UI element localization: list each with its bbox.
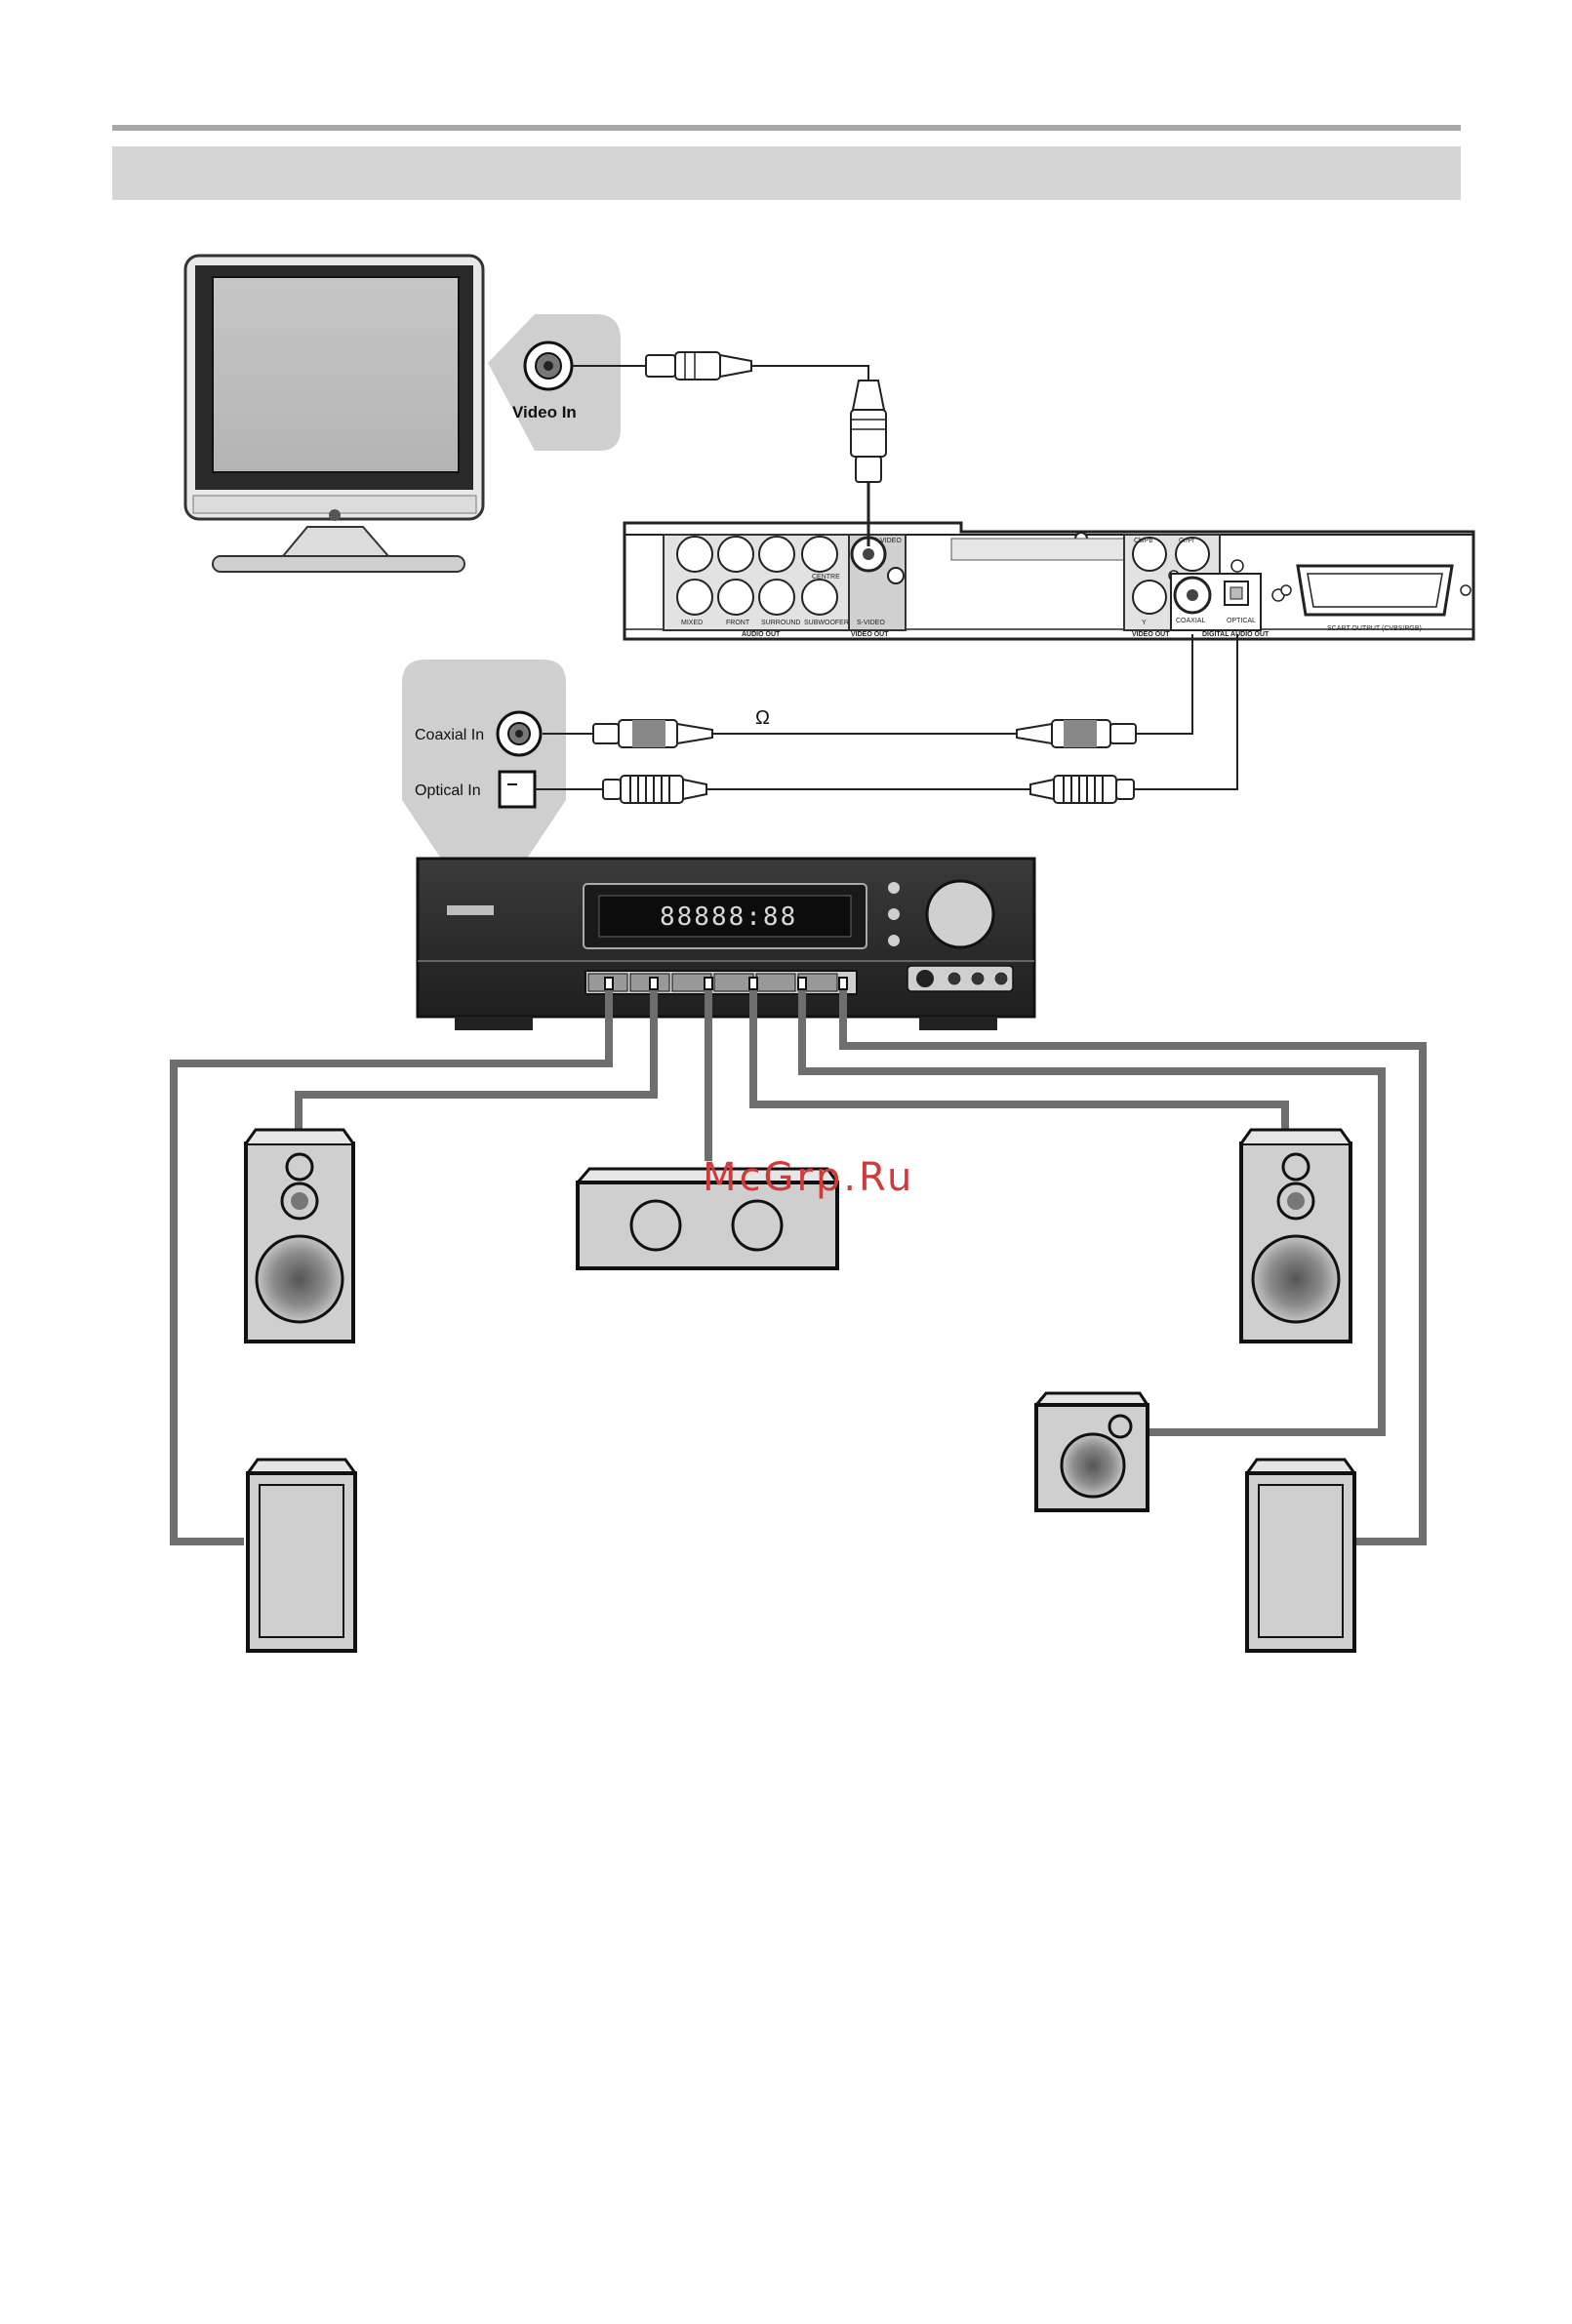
svideo-jack-icon bbox=[888, 568, 904, 583]
receiver-input-callout: Coaxial In Optical In bbox=[402, 660, 566, 859]
tv-video-in-callout: Video In bbox=[488, 314, 621, 451]
woofer-icon bbox=[1253, 1236, 1339, 1322]
section-header-bar bbox=[112, 146, 1461, 200]
watermark: McGrp.Ru bbox=[703, 1155, 914, 1200]
volume-knob-icon bbox=[927, 881, 993, 947]
coaxial-cable: Ω bbox=[543, 634, 1192, 747]
coaxial-in-label: Coaxial In bbox=[415, 727, 484, 743]
video-out-label: VIDEO OUT bbox=[851, 631, 889, 638]
optical-out-label: OPTICAL bbox=[1227, 618, 1256, 624]
dvd-rear-panel: MIXED FRONT SURROUND SUBWOOFER CENTRE AU… bbox=[625, 523, 1473, 639]
audio-jack-label: SUBWOOFER bbox=[804, 620, 849, 626]
tv-power-icon bbox=[329, 509, 341, 521]
surround-right-speaker bbox=[1247, 1460, 1354, 1651]
video-in-label: Video In bbox=[512, 403, 577, 421]
centre-jack-label: CENTRE bbox=[812, 574, 840, 581]
component-jack-label: Cr/Pr bbox=[1179, 538, 1195, 544]
front-left-speaker bbox=[246, 1130, 353, 1342]
component-jack-label: Cb/Pb bbox=[1134, 538, 1153, 544]
tv bbox=[185, 256, 483, 572]
receiver-display-digits: 88888:88 bbox=[660, 902, 797, 932]
coaxial-cable-spec: Ω bbox=[755, 707, 770, 729]
coaxial-out-label: COAXIAL bbox=[1176, 618, 1205, 624]
component-jack-label: Y bbox=[1142, 620, 1147, 626]
optical-in-label: Optical In bbox=[415, 782, 481, 799]
receiver-power-slot bbox=[447, 905, 494, 915]
audio-jack-label: SURROUND bbox=[761, 620, 800, 626]
scart-output-label: SCART OUTPUT (CVBS/RGB) bbox=[1327, 625, 1422, 632]
subwoofer bbox=[1036, 1393, 1148, 1510]
audio-jack-label: FRONT bbox=[726, 620, 750, 626]
audio-out-label: AUDIO OUT bbox=[742, 631, 781, 638]
component-out-label: VIDEO OUT bbox=[1132, 631, 1170, 638]
woofer-icon bbox=[1062, 1434, 1124, 1497]
top-rule bbox=[112, 125, 1461, 131]
av-receiver: 88888:88 bbox=[418, 859, 1034, 1030]
optical-in-jack-icon bbox=[500, 772, 535, 807]
optical-cable bbox=[535, 634, 1237, 803]
audio-jack-label: MIXED bbox=[681, 620, 703, 626]
panel-recess bbox=[951, 539, 1125, 560]
digital-audio-out-label: DIGITAL AUDIO OUT bbox=[1202, 631, 1270, 638]
svideo-jack-label: S-VIDEO bbox=[857, 620, 885, 626]
woofer-icon bbox=[257, 1236, 343, 1322]
video-jack-label: VIDEO bbox=[880, 538, 902, 544]
front-right-speaker bbox=[1241, 1130, 1350, 1342]
surround-left-speaker bbox=[248, 1460, 355, 1651]
tv-screen bbox=[213, 277, 459, 472]
